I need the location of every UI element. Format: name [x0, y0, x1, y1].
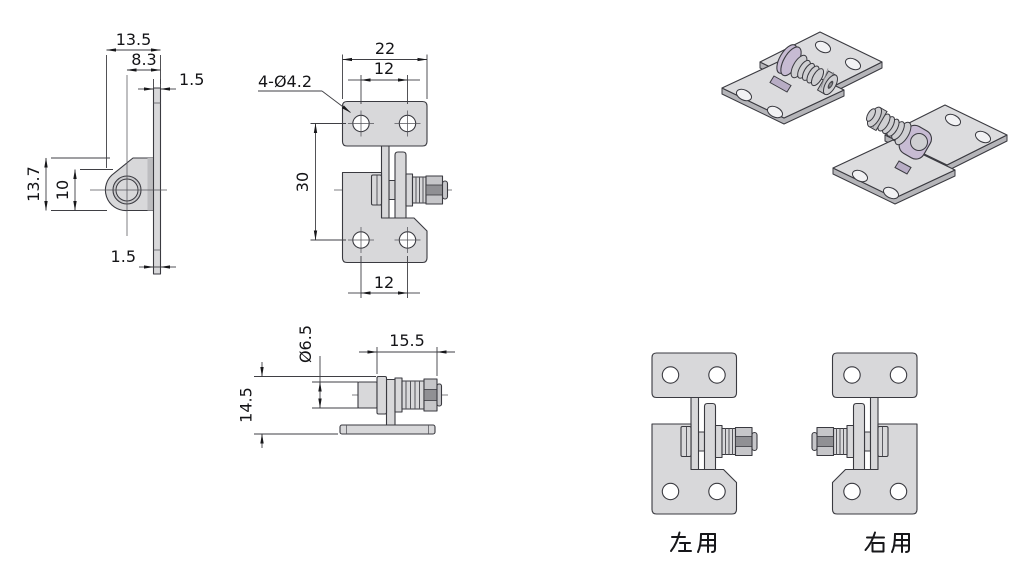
variant-right-part [811, 352, 918, 515]
dim-height-outer: 13.7 [24, 166, 43, 202]
iso-hinge-right [832, 104, 1008, 205]
dim-holes-callout: 4-Ø4.2 [258, 72, 312, 91]
iso-hinge-left [721, 31, 883, 125]
iso-pivot-boss [910, 133, 928, 151]
dim-stud-diameter: Ø6.5 [296, 325, 315, 363]
variant-right-view [811, 352, 918, 515]
front-view-part [341, 100, 449, 264]
bottom-view: Ø6.5 15.5 14.5 [237, 325, 455, 448]
flange-leg [385, 378, 396, 426]
front-view: 22 12 4-Ø4.2 30 12 [258, 39, 452, 298]
variant-left-label-text: 左用 [678, 534, 710, 553]
side-plate [152, 87, 162, 275]
variant-right-label-text: 右用 [872, 534, 904, 553]
dim-hole-spacing-bottom: 12 [374, 273, 394, 292]
dim-thickness-bottom: 1.5 [111, 247, 136, 266]
stud-shaft [357, 381, 378, 409]
washer [376, 375, 388, 415]
dim-overall-height: 14.5 [237, 387, 256, 423]
dim-hole-spacing-top: 12 [374, 59, 394, 78]
dim-plate-width: 22 [375, 39, 395, 58]
variant-left-part [651, 352, 758, 515]
dim-width-mid: 8.3 [131, 50, 156, 69]
dim-height-inner: 10 [53, 180, 72, 200]
hole-crosshairs [348, 110, 421, 253]
dim-hole-row-spacing: 30 [293, 172, 312, 192]
variant-left-label: 左用 [670, 531, 716, 553]
variant-left-view [651, 352, 758, 515]
dim-thickness-top: 1.5 [179, 70, 204, 89]
side-view: 13.5 8.3 1.5 13.7 10 1.5 [24, 30, 204, 275]
iso-view [721, 31, 1008, 205]
dim-stud-length: 15.5 [389, 331, 425, 350]
dim-width-top: 13.5 [116, 30, 152, 49]
variant-right-label: 右用 [864, 531, 910, 553]
base-plate-edge [339, 424, 436, 435]
